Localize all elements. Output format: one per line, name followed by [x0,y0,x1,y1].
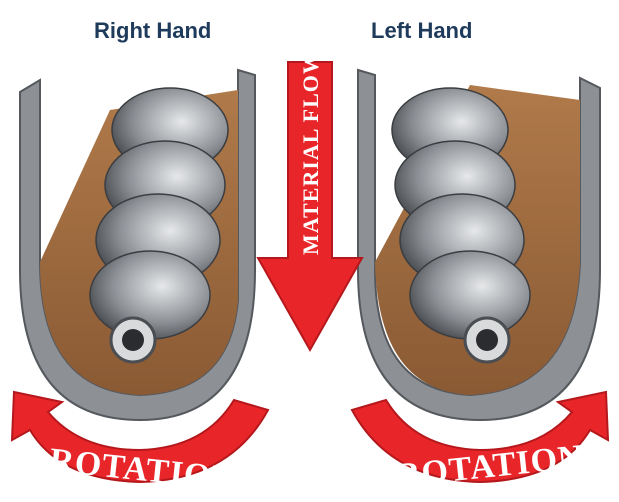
right-screw-flights [89,87,229,340]
material-flow-arrow: MATERIAL FLOW [256,51,364,353]
left-screw-flights [391,87,531,340]
left-hand-label: Left Hand [371,18,473,43]
right-shaft-bore [122,329,144,351]
right-hand-label: Right Hand [94,18,212,43]
left-shaft-bore [476,329,498,351]
material-flow-label: MATERIAL FLOW [298,51,323,255]
right-hand-auger [19,68,256,422]
left-trough [357,68,601,422]
left-hand-auger [357,68,601,422]
